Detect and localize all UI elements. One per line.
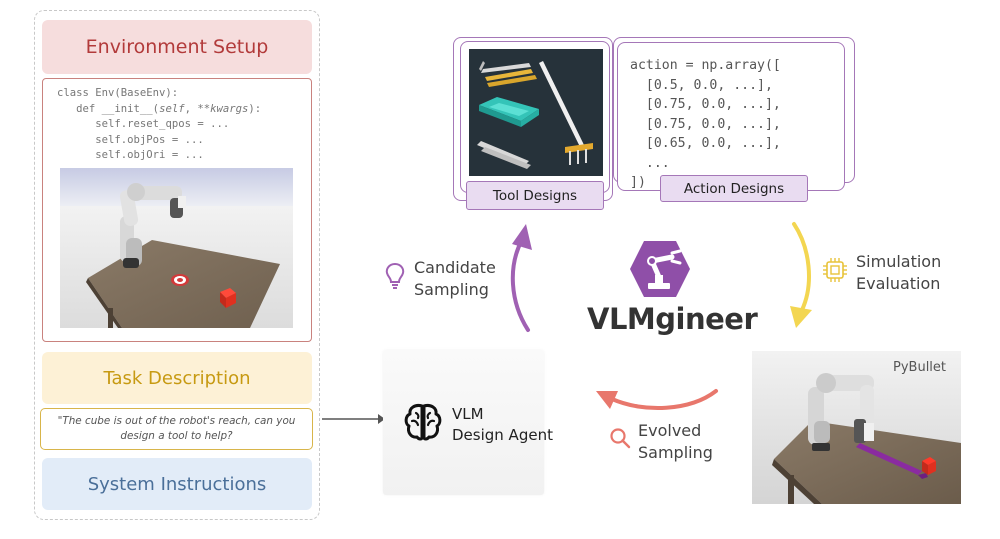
search-icon bbox=[610, 428, 631, 449]
simulation-evaluation-label: Simulation Evaluation bbox=[856, 252, 942, 293]
brain-icon bbox=[404, 404, 442, 441]
task-description-header: Task Description bbox=[42, 352, 312, 404]
vlm-design-agent-box bbox=[383, 350, 544, 495]
pybullet-render bbox=[752, 351, 961, 504]
brand-name: VLMgineer bbox=[587, 302, 758, 336]
input-panel bbox=[34, 10, 320, 520]
tool-designs-label: Tool Designs bbox=[466, 181, 604, 210]
robot-arm-hexagon-icon bbox=[630, 241, 690, 297]
environment-code: class Env(BaseEnv): def __init__(self, *… bbox=[57, 87, 262, 162]
chip-icon bbox=[823, 258, 847, 282]
candidate-sampling-arrow bbox=[510, 224, 532, 332]
simulation-evaluation-arrow bbox=[790, 222, 812, 328]
system-instructions-header: System Instructions bbox=[42, 458, 312, 510]
action-designs-card-front bbox=[617, 42, 845, 191]
vlm-design-agent-label: VLM Design Agent bbox=[452, 405, 553, 444]
evolved-sampling-arrow bbox=[596, 389, 718, 410]
environment-setup-header: Environment Setup bbox=[42, 20, 312, 74]
tool-designs-render bbox=[469, 49, 603, 176]
candidate-sampling-label: Candidate Sampling bbox=[414, 258, 496, 299]
action-code: action = np.array([ [0.5, 0.0, ...], [0.… bbox=[630, 58, 781, 190]
action-designs-label: Action Designs bbox=[660, 175, 808, 202]
pybullet-label: PyBullet bbox=[893, 360, 947, 375]
lightbulb-icon bbox=[385, 262, 405, 289]
environment-render bbox=[60, 168, 293, 328]
input-arrow bbox=[322, 414, 385, 424]
evolved-sampling-label: Evolved Sampling bbox=[638, 421, 713, 462]
task-description-quote: "The cube is out of the robot's reach, c… bbox=[40, 408, 313, 450]
